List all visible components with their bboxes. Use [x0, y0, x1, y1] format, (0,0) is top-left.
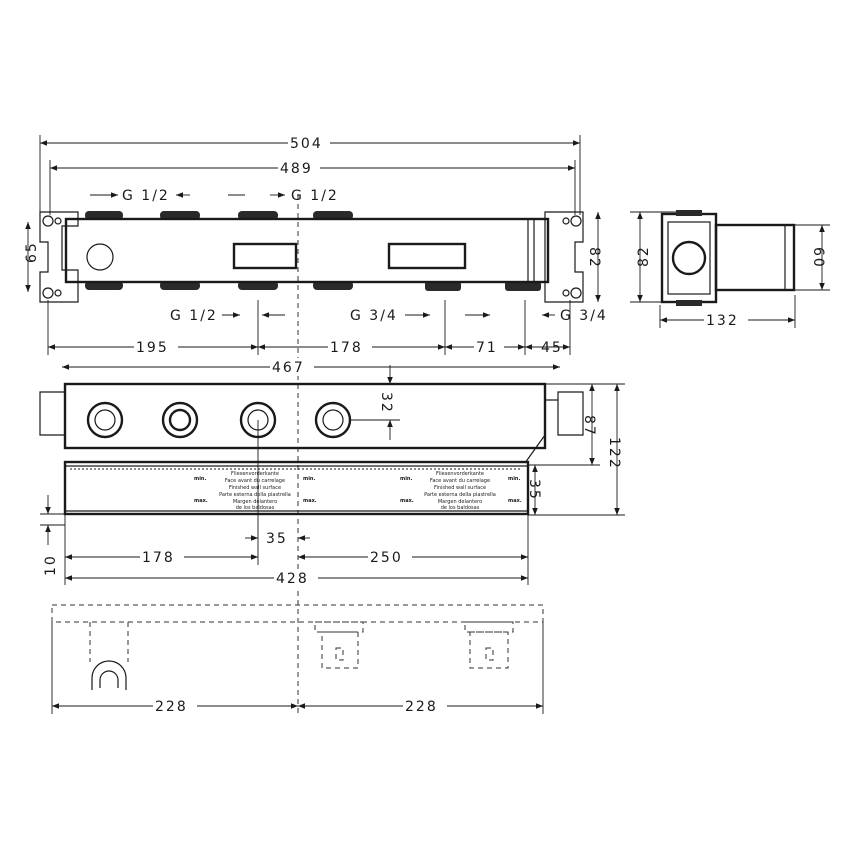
- drawing-text: Fliesenvorderkante: [231, 471, 279, 477]
- dim-label-45: 45: [541, 340, 563, 356]
- drawing-text: Face avant du carrelage: [430, 478, 490, 484]
- dim-label-82: 82: [586, 247, 602, 269]
- thread-label: G 3/4: [560, 308, 608, 324]
- drawing-text: min.: [508, 476, 520, 482]
- drawing-text: de los baldosas: [441, 505, 480, 511]
- top-view: 504 489 G 1/2 G 1/2 65 82: [24, 134, 608, 376]
- drawing-text: Margen delantero: [233, 499, 277, 505]
- dim-label-32: 32: [378, 392, 394, 414]
- dim-label-35-vertical: 35: [526, 479, 542, 501]
- drawing-text: Finished wall surface: [229, 485, 281, 491]
- dim-label-504: 504: [290, 136, 323, 152]
- drawing-text: max.: [194, 498, 208, 504]
- thread-label: G 1/2: [291, 188, 339, 204]
- dim-label-122: 122: [606, 437, 622, 470]
- drawing-text: Finished wall surface: [434, 485, 486, 491]
- dim-label-65: 65: [24, 241, 40, 263]
- dim-label-228-left: 228: [155, 699, 188, 715]
- drawing-text: min.: [303, 476, 315, 482]
- drawing-text: Margen delantero: [438, 499, 482, 505]
- dim-label-428: 428: [276, 571, 309, 587]
- drawing-text: max.: [303, 498, 317, 504]
- drawing-text: max.: [508, 498, 522, 504]
- drawing-text: de los baldosas: [236, 505, 275, 511]
- tile-label-left: Fliesenvorderkante Face avant du carrela…: [194, 471, 317, 511]
- dim-label-10: 10: [43, 554, 59, 576]
- dim-label-250: 250: [370, 550, 403, 566]
- tile-label-right: Fliesenvorderkante Face avant du carrela…: [400, 471, 522, 511]
- dim-label-467: 467: [272, 360, 305, 376]
- dim-label-71: 71: [476, 340, 498, 356]
- dim-label-489: 489: [280, 161, 313, 177]
- drawing-text: min.: [400, 476, 412, 482]
- bottom-view: 228 228: [51, 604, 544, 715]
- dim-label-178: 178: [330, 340, 363, 356]
- drawing-text: Fliesenvorderkante: [436, 471, 484, 477]
- dim-label-87: 87: [581, 415, 597, 437]
- dim-label-35: 35: [266, 531, 288, 547]
- thread-label: G 1/2: [122, 188, 170, 204]
- front-view: 32 Fliesenvorderkante Face avant du carr…: [39, 365, 625, 587]
- dim-label-82-side: 82: [636, 245, 652, 267]
- thread-label: G 3/4: [350, 308, 398, 324]
- dim-label-195: 195: [136, 340, 169, 356]
- drawing-text: Parte esterna della piastrella: [424, 492, 496, 498]
- drawing-text: Face avant du carrelage: [225, 478, 285, 484]
- thread-label: G 1/2: [170, 308, 218, 324]
- dim-label-178-front: 178: [142, 550, 175, 566]
- dim-label-60: 60: [810, 247, 826, 269]
- side-view: 82 60 132: [630, 210, 830, 329]
- valve-body: [64, 217, 550, 284]
- knob-outline: [86, 243, 114, 271]
- dim-label-228-right: 228: [405, 699, 438, 715]
- drawing-text: Parte esterna della piastrella: [219, 492, 291, 498]
- drawing-text: max.: [400, 498, 414, 504]
- dim-label-132: 132: [706, 313, 739, 329]
- knobs: [86, 401, 352, 439]
- drawing-text: min.: [194, 476, 206, 482]
